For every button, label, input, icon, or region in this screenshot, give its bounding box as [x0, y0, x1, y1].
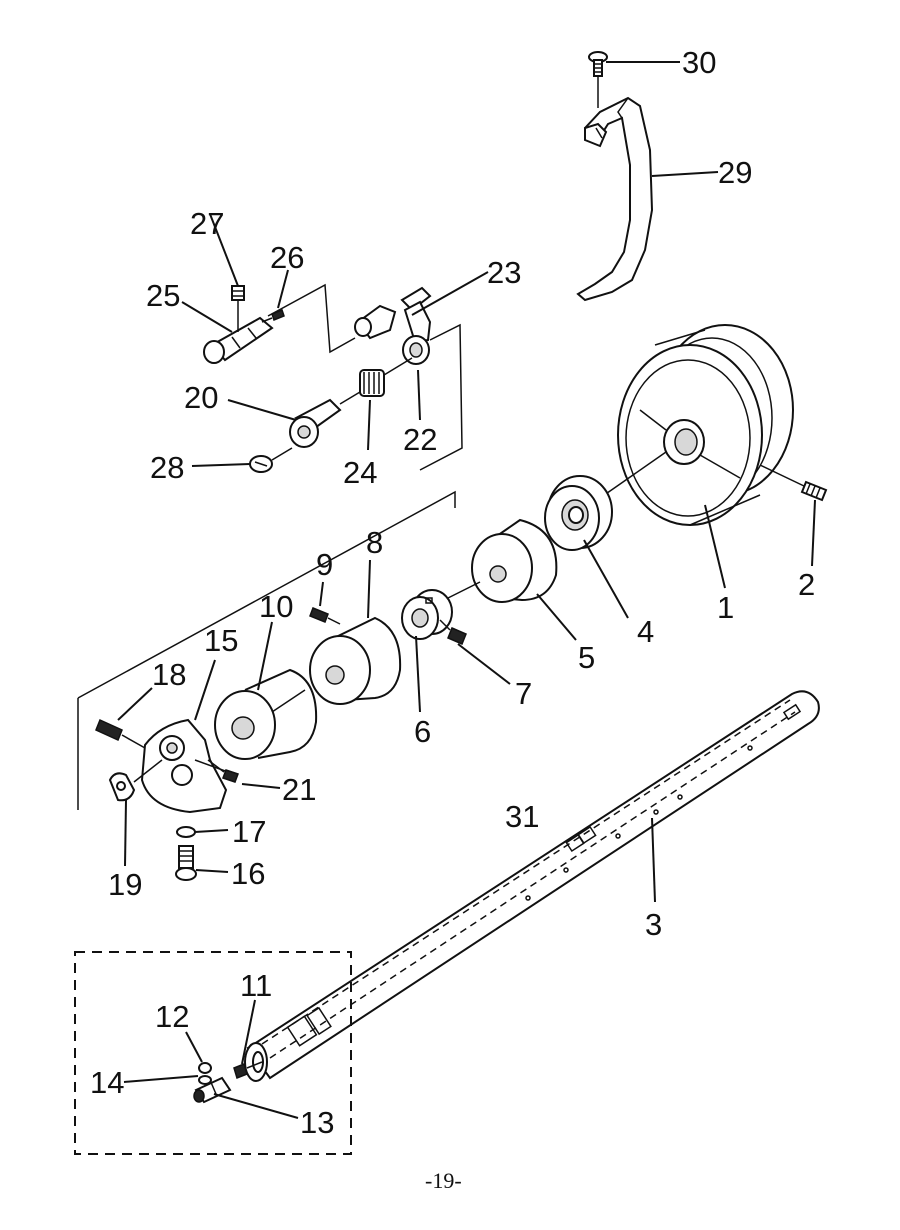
part-27-spring: [231, 285, 245, 332]
part-16-screw: [175, 845, 197, 881]
callout-5: 5: [578, 640, 595, 675]
part-17-ring: [176, 826, 196, 838]
callout-11: 11: [240, 968, 272, 1003]
callout-9: 9: [316, 547, 333, 582]
part-23-arm: [354, 286, 432, 365]
callout-2: 2: [798, 567, 815, 602]
part-12-ring: [198, 1062, 212, 1074]
bracket-line-right: [419, 323, 463, 471]
callout-3: 3: [645, 907, 662, 942]
part-18-set-screw: [95, 718, 146, 749]
page-number: -19-: [425, 1168, 462, 1193]
callout-17: 17: [232, 814, 266, 849]
callout-23: 23: [487, 255, 521, 290]
part-28-screw: [249, 447, 293, 473]
part-10-eccentric: [214, 668, 318, 760]
part-30-screw: [588, 51, 608, 108]
callout-22: 22: [403, 422, 437, 457]
callout-4: 4: [637, 614, 654, 649]
callout-12: 12: [155, 999, 189, 1034]
callout-19: 19: [108, 867, 142, 902]
part-3-main-shaft: [244, 690, 820, 1082]
part-13-pin: [193, 1076, 232, 1104]
callout-28: 28: [150, 450, 184, 485]
callout-18: 18: [152, 657, 186, 692]
callout-14: 14: [90, 1065, 124, 1100]
callout-20: 20: [184, 380, 218, 415]
bracket-line-upper: [267, 283, 356, 354]
callout-10: 10: [259, 589, 293, 624]
part-25-pin: [203, 316, 274, 364]
callout-24: 24: [343, 455, 377, 490]
callout-7: 7: [515, 676, 532, 711]
leader-lines: [117, 61, 816, 1119]
callout-labels: 30 29 27 26 23 25 20 22 28 24 8 9 2 10 1…: [90, 45, 815, 1140]
group-frame: [77, 490, 456, 699]
part-2-set-screw: [759, 464, 828, 502]
callout-1: 1: [717, 590, 734, 625]
part-21-screw: [207, 759, 239, 783]
part-20-crank-pin: [289, 391, 361, 448]
callout-31: 31: [505, 799, 539, 834]
part-19-washer: [108, 759, 163, 802]
callout-16: 16: [231, 856, 265, 891]
callout-26: 26: [270, 240, 304, 275]
part-14-washer: [198, 1075, 212, 1085]
detail-box: [74, 951, 352, 1155]
callout-30: 30: [682, 45, 716, 80]
part-6-collar: [401, 589, 453, 640]
part-1-pulley: [617, 324, 794, 526]
part-7-set-screw: [439, 619, 467, 645]
part-15-crank: [140, 718, 229, 814]
part-29-handle: [576, 96, 654, 302]
callout-25: 25: [146, 278, 180, 313]
callout-8: 8: [366, 525, 383, 560]
part-9-set-screw: [309, 607, 341, 625]
part-8-eccentric: [309, 616, 402, 705]
part-24-needle-bearing: [359, 357, 413, 397]
callout-15: 15: [204, 623, 238, 658]
callout-27: 27: [190, 206, 224, 241]
callout-21: 21: [282, 772, 316, 807]
callout-29: 29: [718, 155, 752, 190]
axis-line: [599, 451, 667, 499]
part-11-screw: [233, 1061, 263, 1080]
part-4-bearing: [544, 475, 613, 551]
part-26-screw: [261, 309, 285, 323]
part-5-eccentric: [439, 518, 558, 603]
callout-13: 13: [300, 1105, 334, 1140]
callout-6: 6: [414, 714, 431, 749]
